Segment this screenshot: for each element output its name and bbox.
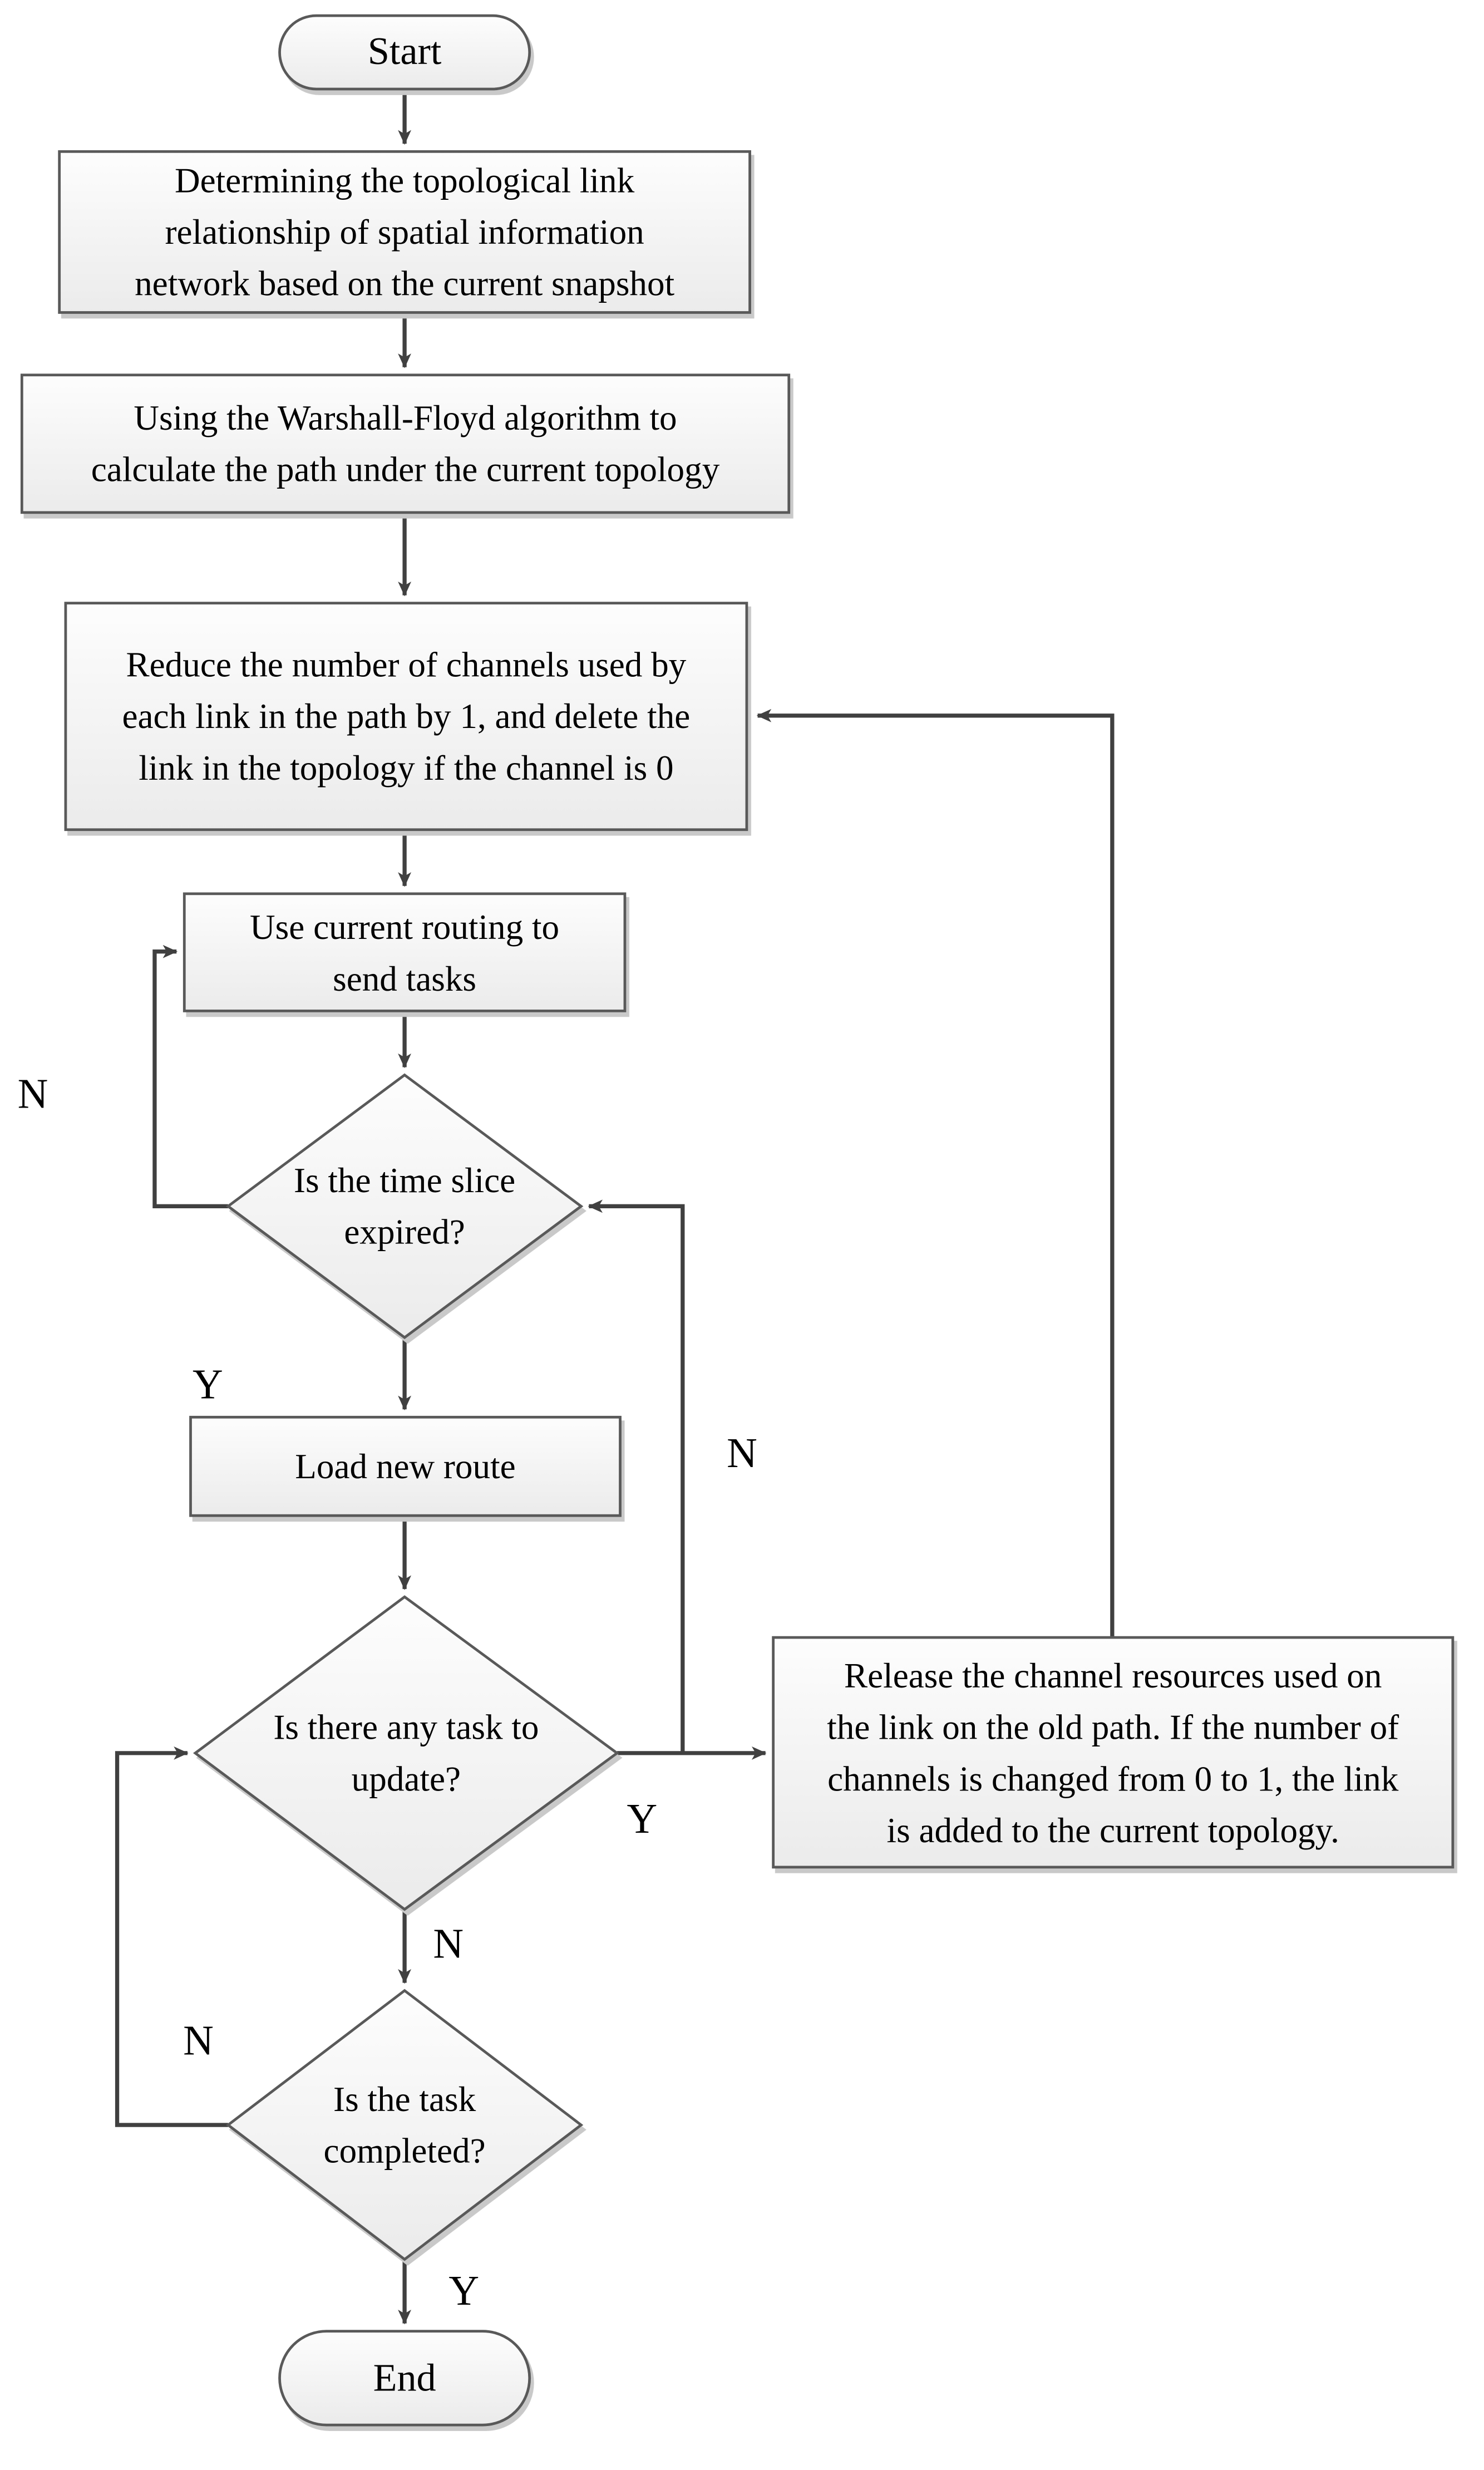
determine-node-label: Determining the topological link relatio…	[135, 161, 675, 303]
load-route-node-shape	[189, 1415, 622, 1517]
determine-node-shape	[58, 150, 751, 314]
warshall-node-label: Using the Warshall-Floyd algorithm to ca…	[91, 398, 720, 489]
time-slice-decision-label: Is the time slice expired?	[294, 1160, 516, 1252]
edge-time-slice-no-loop	[152, 944, 228, 1208]
edge-task-done-no-loop	[115, 1746, 228, 2127]
task-done-decision-label: Is the task completed?	[323, 2079, 486, 2171]
time-slice-yes-label: Y	[193, 1361, 223, 1408]
end-node-label: End	[373, 2356, 436, 2399]
edge-release-to-reduce-feedback	[756, 708, 1115, 1638]
release-node-shape	[772, 1636, 1455, 1869]
start-node-shape	[278, 14, 531, 91]
task-done-yes-label: Y	[448, 2267, 480, 2314]
task-update-decision-shape	[193, 1595, 619, 1911]
time-slice-no-label: N	[17, 1070, 48, 1118]
node-shapes	[20, 14, 1455, 2427]
connectors	[115, 89, 1115, 2325]
warshall-node-shape	[20, 373, 791, 514]
back-to-time-slice-no-label: N	[727, 1429, 757, 1477]
use-routing-node-shape	[183, 892, 627, 1012]
task-done-decision-shape	[225, 1989, 584, 2261]
task-update-no-label: N	[433, 1920, 464, 1967]
load-route-node-label: Load new route	[295, 1446, 516, 1486]
reduce-node-label: Reduce the number of channels used by ea…	[122, 645, 691, 788]
release-node-label: Release the channel resources used on th…	[827, 1655, 1399, 1849]
end-node-shape	[278, 2330, 531, 2427]
start-node-label: Start	[367, 31, 442, 73]
task-update-yes-label: Y	[627, 1795, 658, 1842]
task-done-no-label: N	[183, 2017, 214, 2064]
task-update-decision-label: Is there any task to update?	[273, 1708, 539, 1799]
edge-back-to-time-slice	[588, 1199, 685, 1753]
use-routing-node-label: Use current routing to send tasks	[250, 907, 560, 998]
reduce-node-shape	[64, 602, 748, 831]
time-slice-decision-shape	[225, 1073, 584, 1340]
